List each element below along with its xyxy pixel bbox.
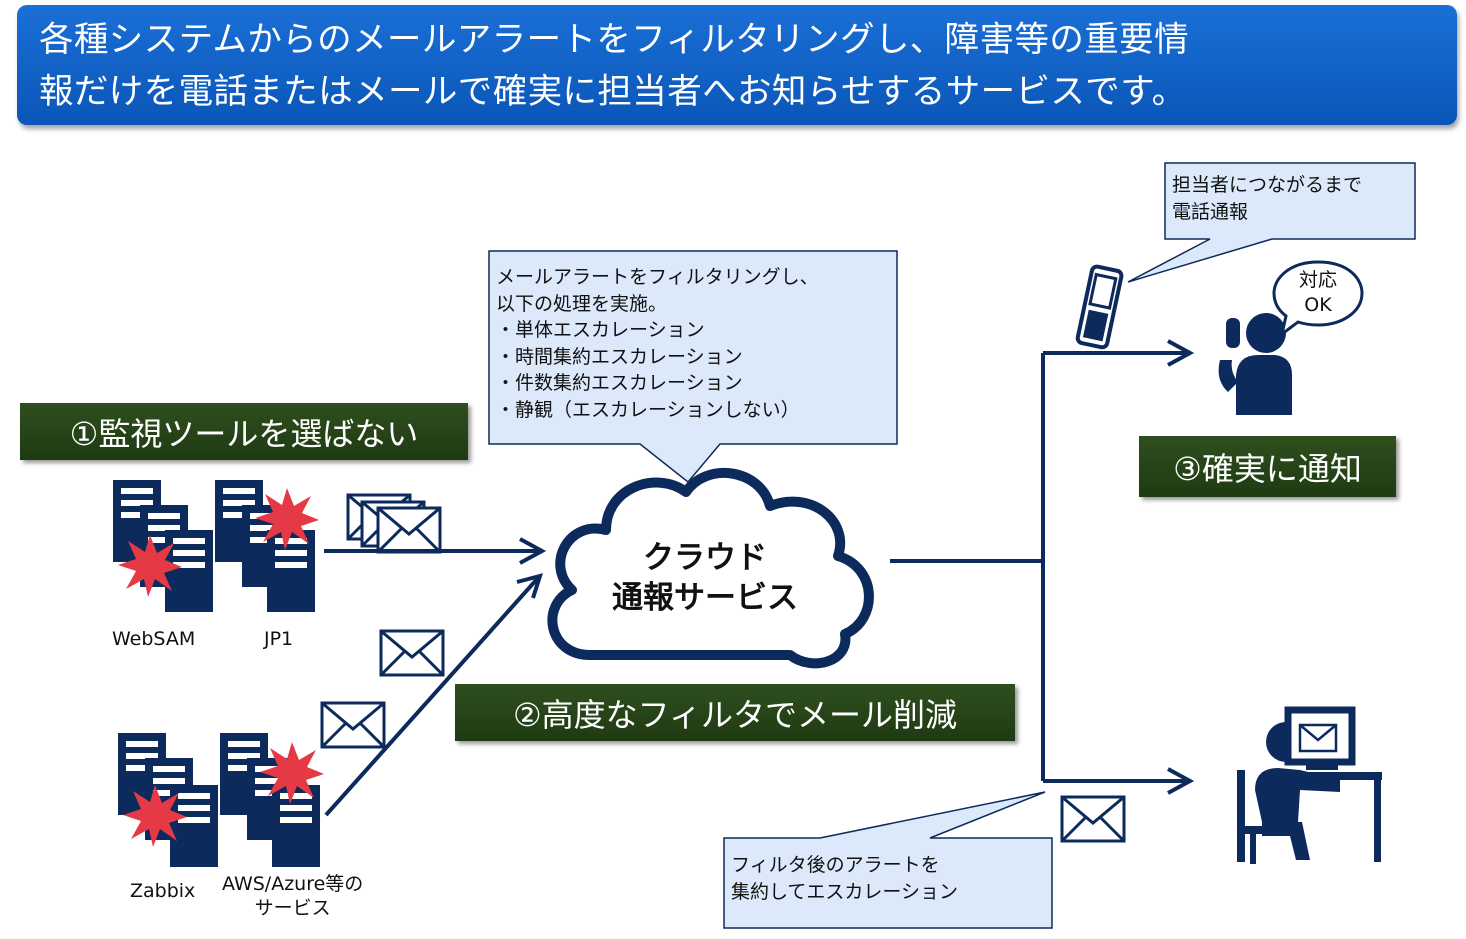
server-group-jp1 bbox=[215, 480, 315, 612]
cloud-label-line2: 通報サービス bbox=[612, 580, 798, 616]
callout-filter-line: メールアラートをフィルタリングし、 bbox=[496, 266, 819, 288]
envelope-stack-icon bbox=[346, 493, 442, 554]
cloud-shape bbox=[547, 467, 874, 669]
callout-filter-line: ・単体エスカレーション bbox=[496, 319, 705, 341]
envelope-icon bbox=[320, 701, 386, 749]
mobile-phone-icon bbox=[1075, 264, 1124, 350]
callout-filter-text: メールアラートをフィルタリングし、 以下の処理を実施。 ・単体エスカレーション … bbox=[496, 264, 819, 423]
server-label-aws-line2: サービス bbox=[254, 897, 331, 919]
envelope-icon bbox=[379, 629, 445, 677]
callout-phone-box bbox=[1127, 162, 1416, 283]
label-step2: ②高度なフィルタでメール削減 bbox=[455, 684, 1015, 741]
banner-line-2: 報だけを電話またはメールで確実に担当者へお知らせするサービスです。 bbox=[39, 72, 1187, 112]
callout-filter-box bbox=[488, 250, 898, 484]
header-banner: 各種システムからのメールアラートをフィルタリングし、障害等の重要情 報だけを電話… bbox=[17, 5, 1457, 125]
callout-filter-line: ・時間集約エスカレーション bbox=[496, 345, 743, 368]
callout-filter-line: 以下の処理を実施。 bbox=[496, 292, 668, 315]
arrow-cloud-to-recipients bbox=[890, 339, 1195, 795]
callout-mail-line1: フィルタ後のアラートを bbox=[731, 854, 940, 876]
cloud-label: クラウド 通報サービス bbox=[560, 538, 850, 618]
callout-phone-line2: 電話通報 bbox=[1172, 201, 1249, 223]
callout-mail-text: フィルタ後のアラートを 集約してエスカレーション bbox=[731, 852, 958, 906]
callout-mail-line2: 集約してエスカレーション bbox=[731, 881, 959, 903]
speech-bubble bbox=[1272, 260, 1364, 338]
speech-line2: OK bbox=[1304, 294, 1332, 316]
callout-filter-line: ・静観（エスカレーションしない） bbox=[496, 398, 800, 421]
server-group-aws bbox=[220, 733, 320, 867]
person-on-phone-icon bbox=[1218, 313, 1292, 415]
server-label-websam: WebSAM bbox=[112, 628, 196, 650]
callout-mail-box bbox=[723, 791, 1053, 929]
callout-phone-text: 担当者につながるまで 電話通報 bbox=[1172, 172, 1362, 226]
envelope-icon bbox=[1060, 795, 1126, 843]
server-label-zabbix: Zabbix bbox=[130, 880, 196, 902]
server-label-jp1: JP1 bbox=[264, 628, 294, 650]
callout-filter-line: ・件数集約エスカレーション bbox=[496, 372, 743, 394]
speech-bubble-text: 対応 OK bbox=[1290, 268, 1346, 318]
server-group-websam bbox=[113, 480, 213, 612]
cloud-label-line1: クラウド bbox=[643, 540, 767, 576]
speech-line1: 対応 bbox=[1298, 269, 1337, 291]
server-label-aws: AWS/Azure等の サービス bbox=[222, 872, 363, 920]
label-step3: ③確実に通知 bbox=[1139, 436, 1396, 497]
label-step1: ①監視ツールを選ばない bbox=[20, 403, 468, 460]
callout-phone-line1: 担当者につながるまで bbox=[1172, 174, 1363, 196]
server-label-aws-line1: AWS/Azure等の bbox=[222, 873, 364, 895]
banner-line-1: 各種システムからのメールアラートをフィルタリングし、障害等の重要情 bbox=[39, 20, 1189, 60]
arrow-servers-to-cloud bbox=[324, 537, 547, 817]
person-at-desk-icon bbox=[1237, 706, 1382, 864]
